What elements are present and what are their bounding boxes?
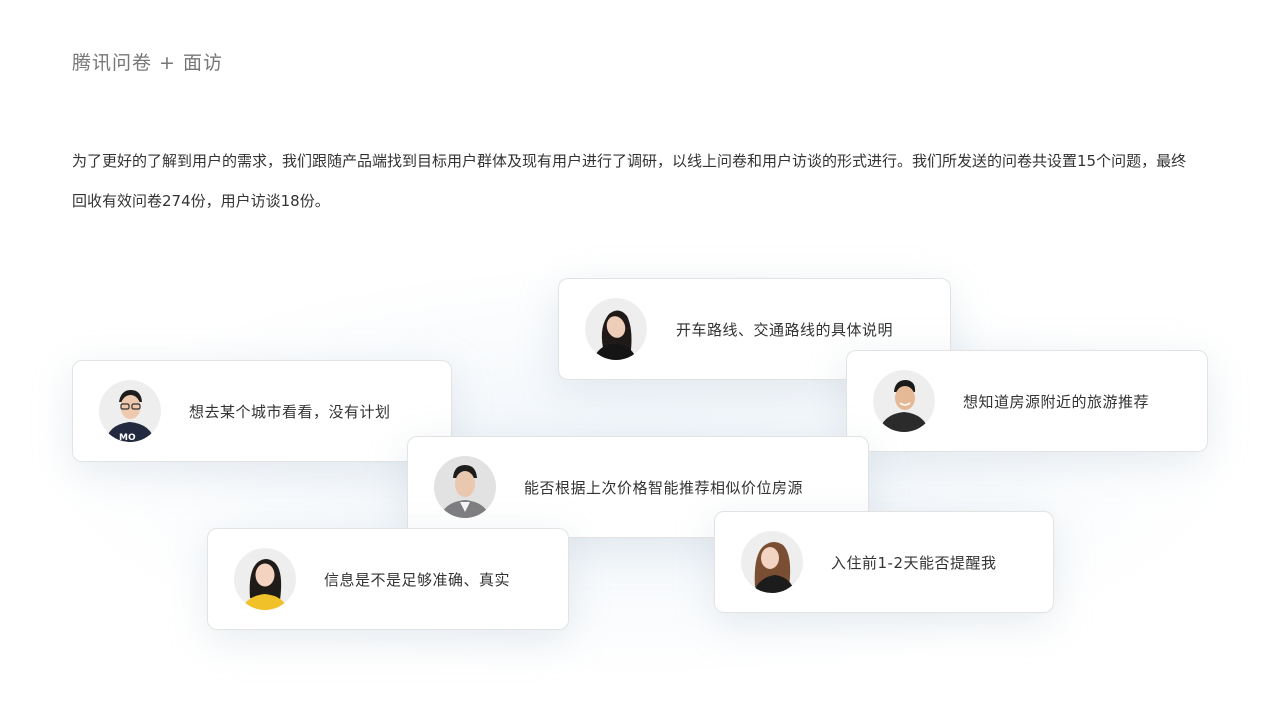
avatar-male: MO — [99, 380, 161, 442]
svg-text:MO: MO — [119, 433, 136, 442]
person-photo-icon — [593, 310, 637, 360]
intro-paragraph: 为了更好的了解到用户的需求，我们跟随产品端找到目标用户群体及现有用户进行了调研，… — [72, 152, 1187, 210]
feedback-card: MO 想去某个城市看看，没有计划 — [72, 360, 452, 462]
avatar-female — [585, 298, 647, 360]
avatar-male — [873, 370, 935, 432]
person-photo-icon — [753, 542, 795, 593]
feedback-quote: 信息是不是足够准确、真实 — [324, 570, 511, 589]
feedback-quote: 开车路线、交通路线的具体说明 — [676, 320, 894, 339]
feedback-card: 入住前1-2天能否提醒我 — [714, 511, 1054, 613]
person-photo-icon — [879, 380, 929, 432]
person-photo-icon — [242, 559, 288, 610]
feedback-card: 信息是不是足够准确、真实 — [207, 528, 569, 630]
person-photo-icon: MO — [105, 390, 155, 442]
feedback-quote: 想去某个城市看看，没有计划 — [189, 402, 391, 421]
feedback-card: 想知道房源附近的旅游推荐 — [846, 350, 1208, 452]
feedback-quote: 能否根据上次价格智能推荐相似价位房源 — [524, 478, 804, 497]
feedback-quote: 想知道房源附近的旅游推荐 — [963, 392, 1150, 411]
section-title: 腾讯问卷 + 面访 — [72, 52, 223, 74]
person-photo-icon — [440, 465, 490, 518]
feedback-quote: 入住前1-2天能否提醒我 — [831, 553, 997, 572]
avatar-female — [234, 548, 296, 610]
avatar-female — [741, 531, 803, 593]
avatar-male — [434, 456, 496, 518]
